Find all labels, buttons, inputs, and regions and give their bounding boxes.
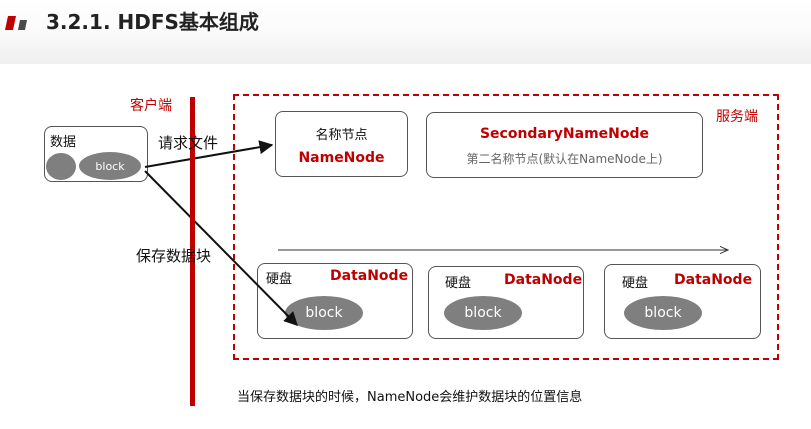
namenode-name: NameNode (298, 150, 385, 166)
client-data-label: 数据 (50, 135, 77, 150)
client-server-divider (190, 97, 195, 406)
secondary-namenode-name: SecondaryNameNode (479, 126, 650, 142)
namenode-caption: 名称节点 (315, 128, 368, 143)
header-bar (0, 0, 811, 64)
secondary-namenode-caption: 第二名称节点(默认在NameNode上) (466, 152, 663, 166)
server-area-label: 服务端 (716, 109, 758, 125)
datanode-block-3: block (624, 296, 702, 330)
datanode-block-2: block (444, 296, 522, 330)
datanode-name-1: DataNode (330, 268, 409, 284)
secondary-namenode-box (426, 112, 703, 178)
store-block-label: 保存数据块 (136, 247, 212, 265)
namenode-box (275, 111, 408, 177)
datanode-disk-label-2: 硬盘 (445, 276, 472, 291)
datanode-disk-label-3: 硬盘 (622, 276, 649, 291)
datanode-name-2: DataNode (504, 272, 583, 288)
footnote: 当保存数据块的时候，NameNode会维护数据块的位置信息 (237, 390, 583, 405)
request-file-label: 请求文件 (158, 134, 219, 152)
datanode-name-3: DataNode (674, 272, 753, 288)
data-block-oval (46, 153, 76, 180)
client-area-label: 客户端 (130, 98, 172, 114)
datanode-block-1: block (285, 296, 363, 330)
client-block-oval: block (79, 152, 141, 180)
slash-logo-icon (5, 16, 27, 30)
datanode-disk-label-1: 硬盘 (266, 272, 293, 287)
page-title: 3.2.1. HDFS基本组成 (46, 10, 259, 34)
